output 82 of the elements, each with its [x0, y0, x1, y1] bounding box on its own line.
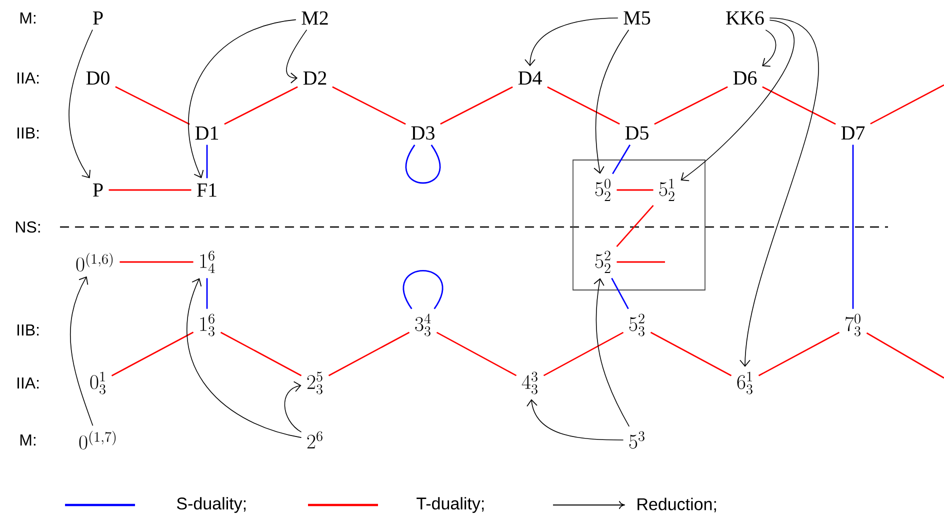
node-text: D4 [518, 71, 542, 85]
node-text: $4^{3}_{3}$ [522, 372, 538, 394]
node-text: $0^{1}_{3}$ [90, 372, 106, 394]
row-label: IIA: [17, 72, 39, 84]
node-text: $5^{3}$ [629, 431, 644, 449]
arrow [526, 399, 624, 440]
arrow [186, 278, 302, 438]
row-label: IIA: [17, 377, 39, 388]
connector-line [111, 332, 194, 376]
arrow [284, 381, 302, 432]
node-text: $5^{0}_{2}$ [595, 178, 610, 201]
legend-text: Reduction; [638, 498, 716, 512]
node-text: D5 [625, 126, 648, 140]
connector-line [611, 278, 629, 310]
node-text: $6^{1}_{3}$ [737, 372, 752, 394]
arrow [68, 29, 93, 178]
node-text: $5^{1}_{2}$ [659, 178, 674, 201]
row-label: NS: [16, 221, 40, 233]
connector-line [616, 189, 654, 191]
connector-line [206, 278, 208, 309]
connector-line [543, 332, 624, 376]
row-label: IIB: [17, 128, 39, 138]
node-text: $5^{2}_{2}$ [595, 250, 610, 273]
connector-line [866, 332, 944, 379]
connector-line [616, 261, 665, 263]
legend-text: S-duality; [176, 497, 246, 513]
connector-line [206, 144, 208, 178]
arrow [740, 18, 818, 367]
arrow [70, 276, 94, 426]
node-text: $0^{(1,6)}$ [76, 252, 113, 272]
node-text: $3^{4}_{3}$ [415, 314, 431, 336]
node-text: $1^{6}_{4}$ [200, 250, 215, 273]
group-frame [572, 160, 706, 290]
connector-line [870, 84, 944, 124]
row-label: M: [20, 12, 36, 24]
arrow [594, 278, 630, 427]
connector-line [852, 144, 854, 309]
connector-line [758, 332, 840, 376]
node-text: F1 [197, 183, 216, 197]
node-text: $5^{2}_{3}$ [629, 314, 644, 336]
connector-line [440, 86, 513, 125]
connector-line [115, 86, 190, 125]
node-text: M5 [624, 11, 650, 25]
node-text: $0^{(1,7)}$ [79, 430, 116, 450]
node-text: M2 [302, 11, 328, 25]
connector-line [108, 189, 192, 191]
node-text: $2^{6}$ [307, 431, 322, 448]
connector-line [332, 86, 406, 125]
arrow [680, 20, 795, 182]
connector-line [762, 86, 836, 125]
node-text: $7^{0}_{3}$ [845, 314, 860, 336]
node-text: KK6 [726, 11, 764, 25]
node-text: D6 [733, 71, 757, 85]
row-label: M: [20, 434, 36, 446]
arrow [524, 18, 618, 66]
arrow [286, 29, 308, 84]
node-text: $2^{5}_{3}$ [307, 372, 322, 394]
node-text: D0 [86, 71, 110, 85]
row-label: IIB: [17, 324, 39, 336]
connector-line [224, 86, 298, 125]
node-text: D1 [195, 126, 218, 140]
connector-line [650, 332, 732, 376]
node-text: P [93, 183, 103, 197]
connector-line [612, 144, 631, 174]
connector-line [120, 261, 194, 263]
legend-text: T-duality; [416, 497, 484, 513]
connector-line [328, 332, 410, 376]
connector-line [654, 86, 728, 125]
node-text: P [93, 11, 103, 25]
arrow [594, 29, 630, 174]
loop-line [405, 144, 441, 184]
connector-line [616, 204, 654, 248]
loop-line [402, 270, 444, 310]
connector-line [547, 86, 620, 125]
node-text: D7 [841, 126, 865, 140]
arrow [762, 30, 776, 67]
connector-line [436, 332, 517, 376]
node-text: D3 [411, 126, 434, 140]
connector-line [220, 332, 302, 376]
arrow [188, 19, 296, 178]
node-text: D2 [303, 71, 326, 85]
node-text: $1^{6}_{3}$ [200, 314, 214, 336]
